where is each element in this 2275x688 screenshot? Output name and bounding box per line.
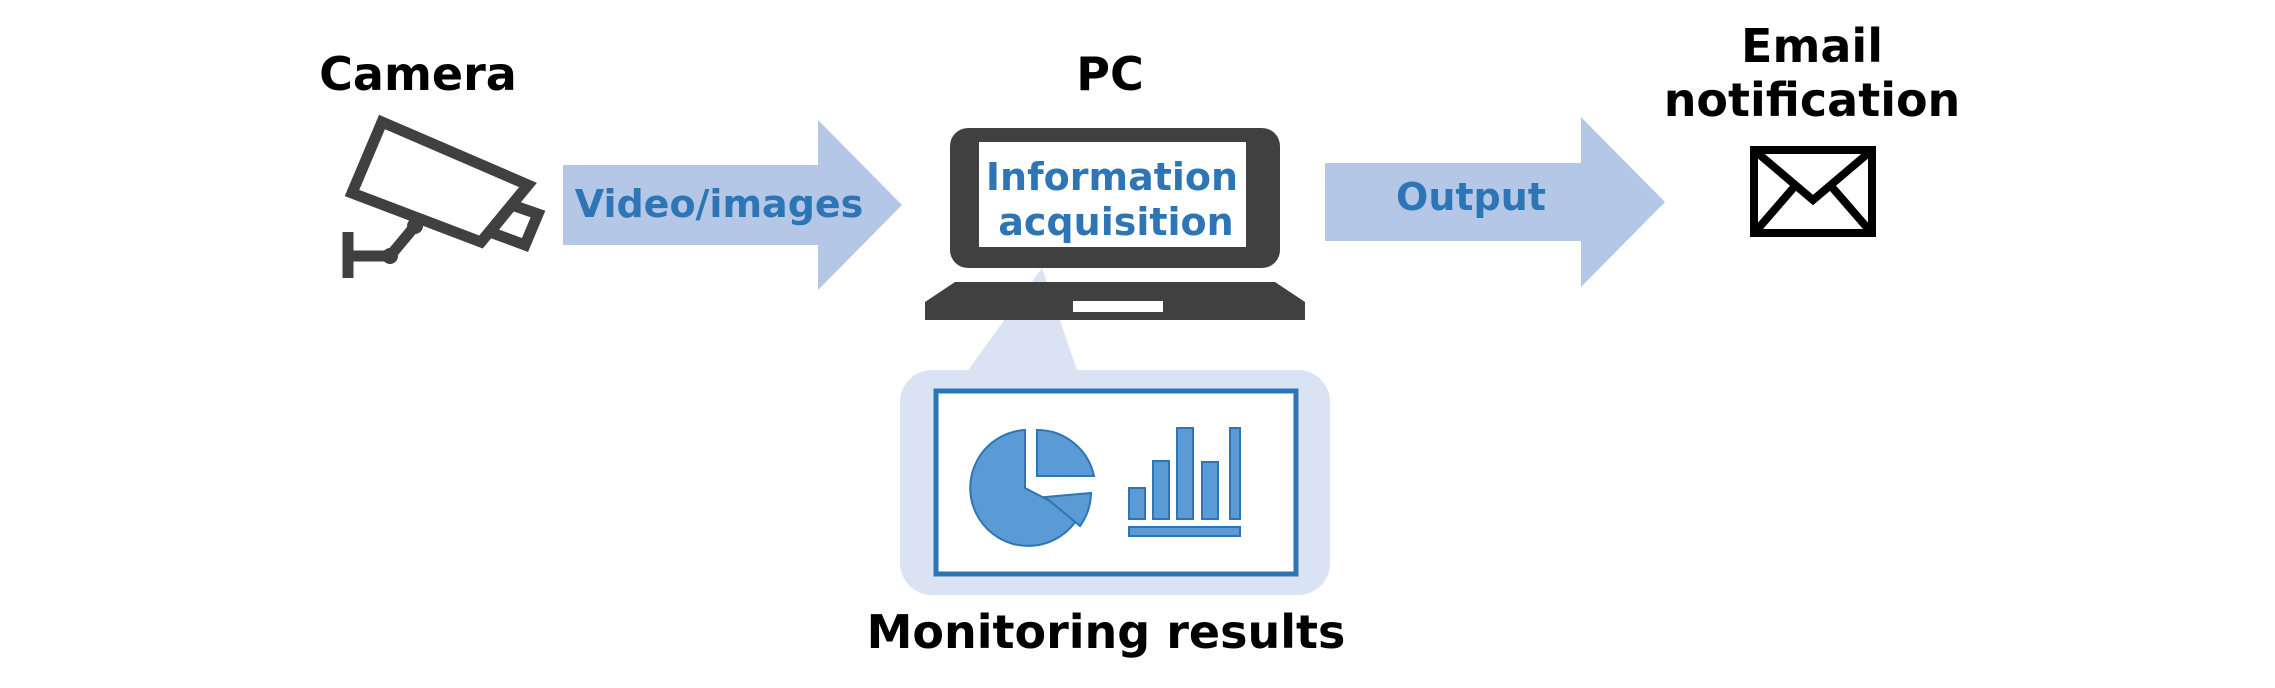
screen-text-line2: acquisition — [998, 200, 1233, 244]
output-arrow: Output — [1325, 117, 1665, 287]
security-camera-icon — [342, 114, 546, 278]
pc-label: PC — [1076, 47, 1143, 101]
envelope-icon — [1750, 146, 1876, 237]
pie-chart-icon — [969, 428, 1096, 547]
email-label-line2: notification — [1664, 73, 1961, 127]
output-arrow-label: Output — [1396, 175, 1546, 219]
camera-label: Camera — [319, 47, 517, 101]
bar-chart-icon — [1128, 427, 1241, 537]
input-arrow: Video/images — [563, 120, 902, 290]
input-arrow-label: Video/images — [575, 182, 864, 226]
email-label-line1: Email — [1741, 19, 1883, 73]
monitoring-label: Monitoring results — [867, 605, 1346, 659]
laptop-screen — [979, 142, 1246, 247]
screen-text-line1: Information — [986, 155, 1238, 199]
